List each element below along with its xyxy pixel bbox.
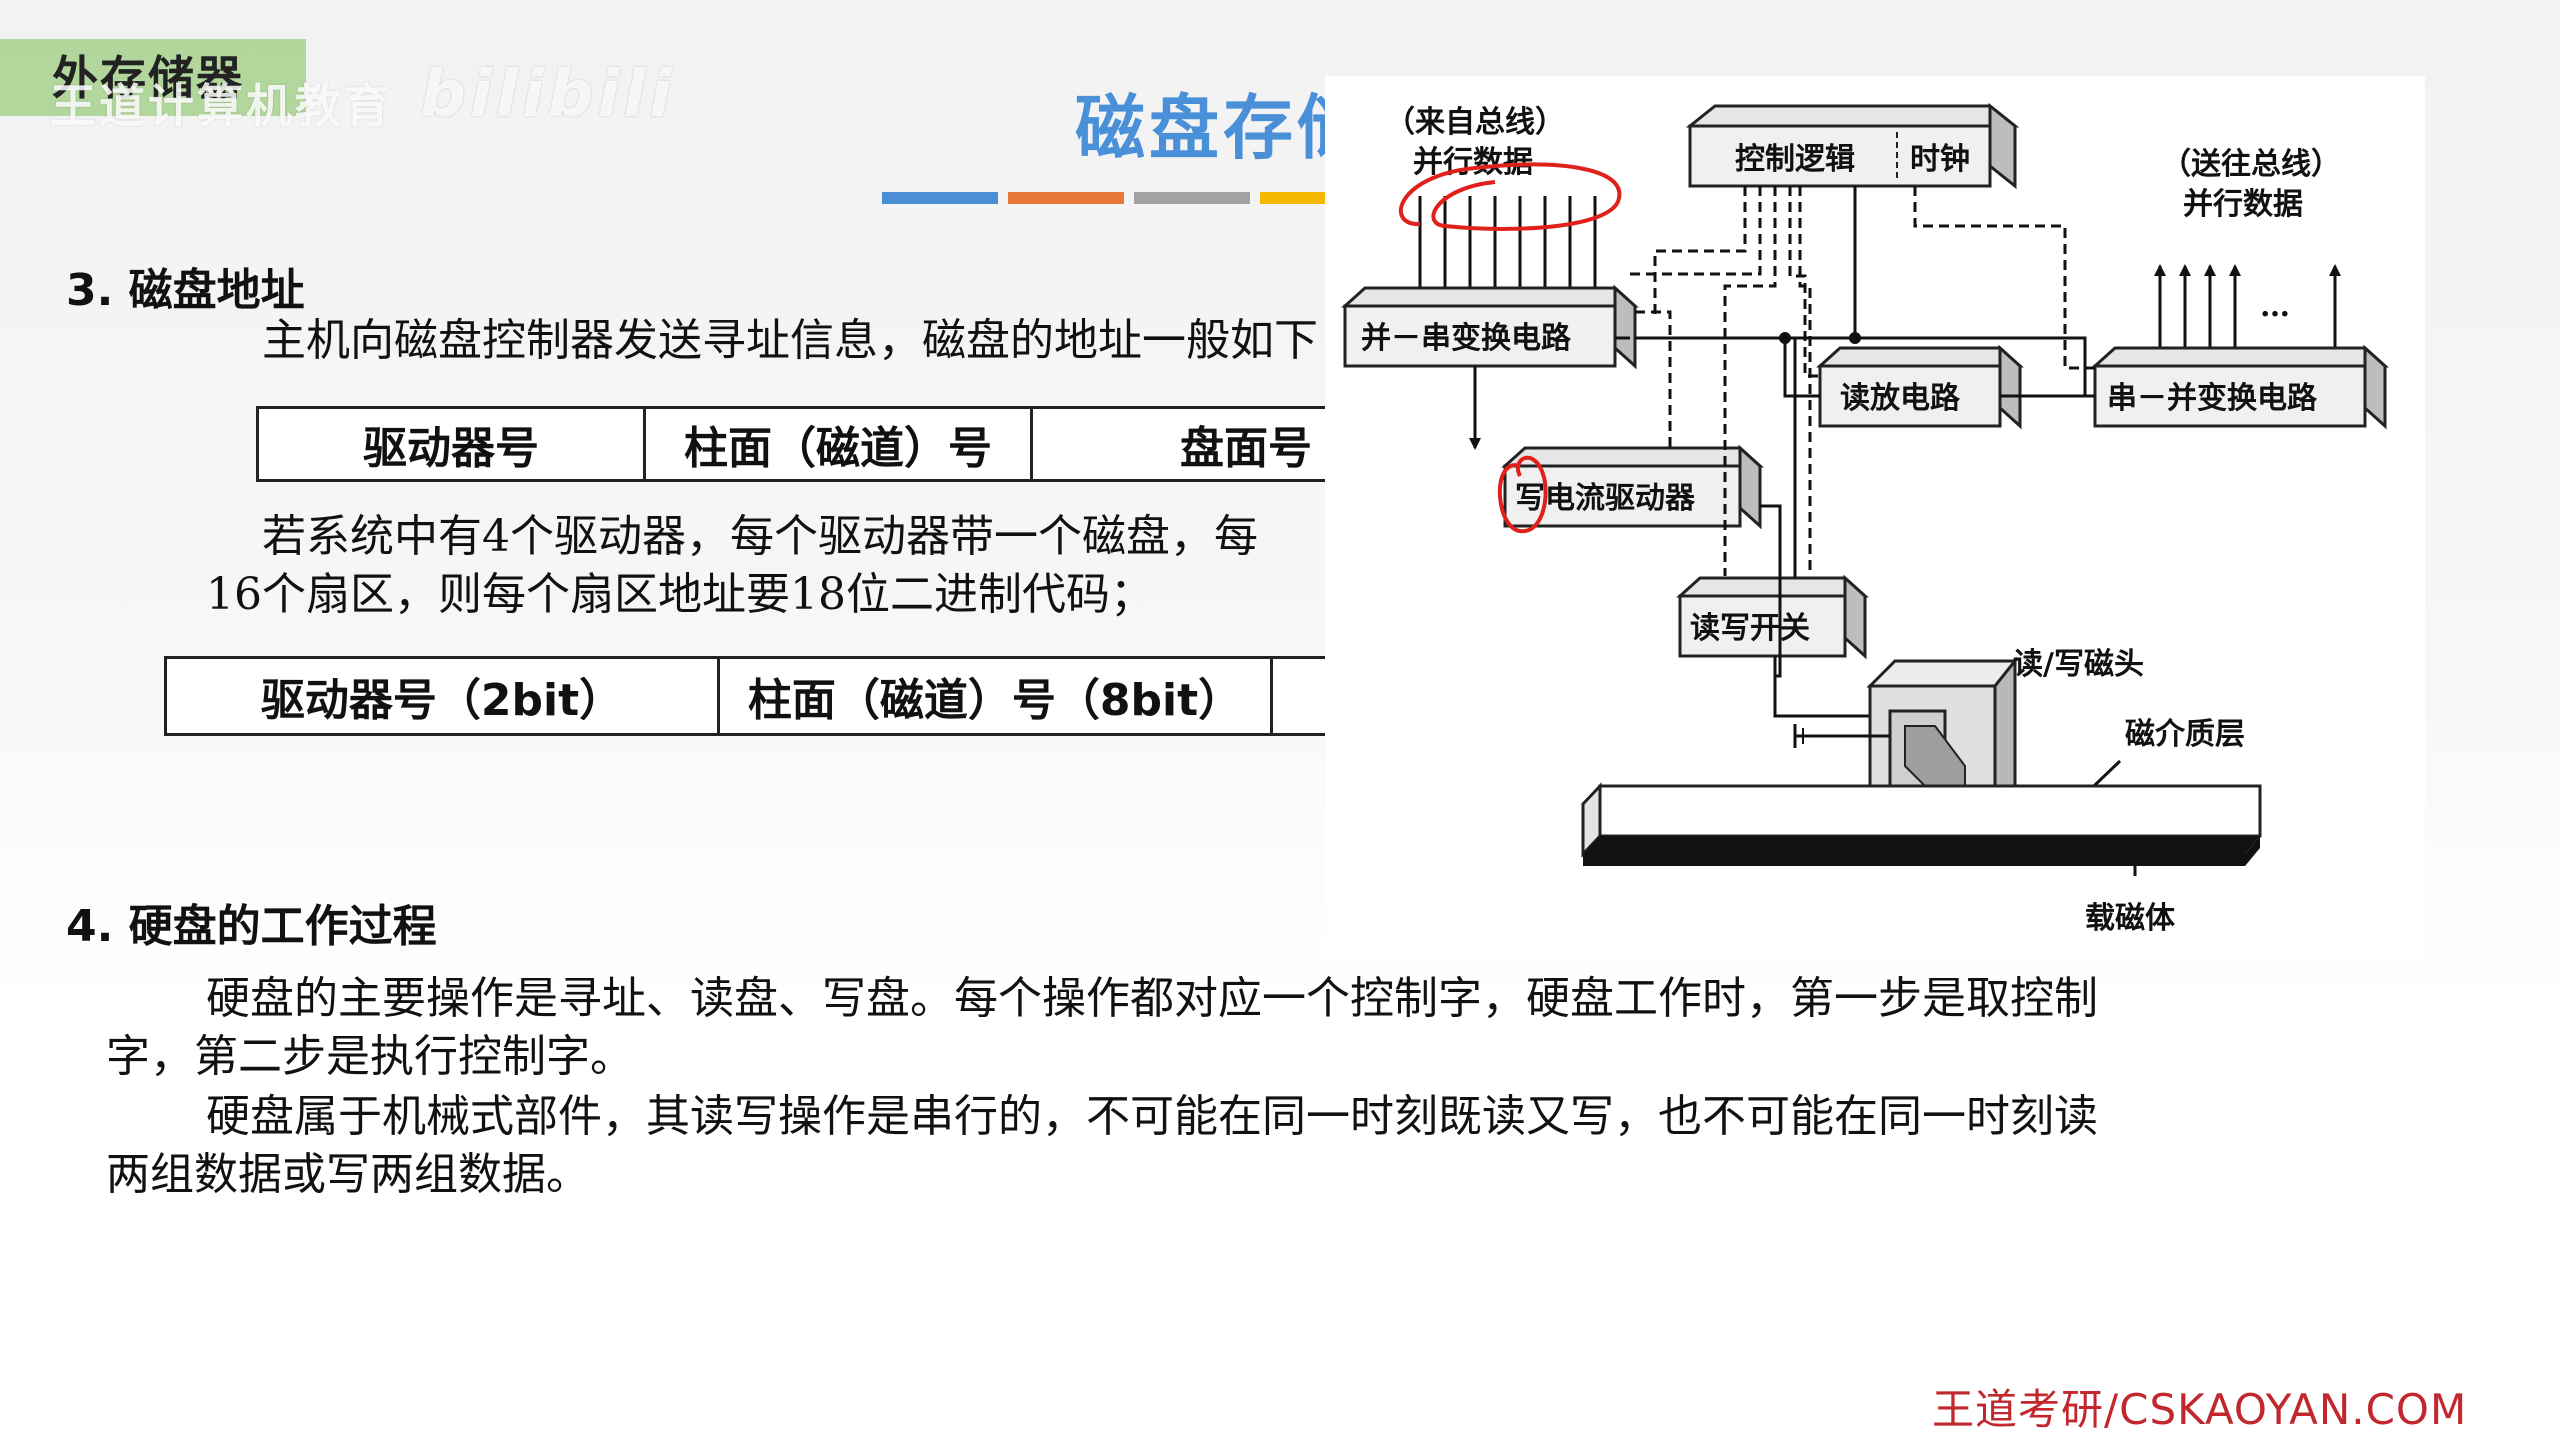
- disk-address-intro: 主机向磁盘控制器发送寻址信息，磁盘的地址一般如下：: [262, 315, 1362, 366]
- sp-converter-label: 串－并变换电路: [2107, 381, 2318, 416]
- table-cell: 柱面（磁道）号（8bit）: [720, 659, 1273, 733]
- title-bar-orange: [1008, 192, 1124, 204]
- ps-converter-label: 并－串变换电路: [1361, 321, 1572, 356]
- ps-converter-box: 并－串变换电路: [1341, 284, 1639, 370]
- read-amplifier-box: 读放电路: [1816, 344, 2024, 430]
- table-cell: 驱动器号: [259, 409, 646, 479]
- disk-controller-diagram: （来自总线） 并行数据 （送往总线） 并行数据 控制逻辑 时钟: [1325, 76, 2425, 956]
- junction-dot: [1849, 332, 1861, 344]
- to-bus-label: （送往总线）: [2161, 147, 2341, 182]
- rw-head-label: 读/写磁头: [2013, 647, 2144, 682]
- disk-platter: [1581, 782, 2262, 866]
- work-process-p2-line2: 两组数据或写两组数据。: [106, 1149, 590, 1200]
- address-bits-table: 驱动器号（2bit） 柱面（磁道）号（8bit）: [164, 656, 1370, 736]
- watermark-text: 王道计算机教育: [50, 79, 393, 133]
- junction-dot: [1779, 332, 1791, 344]
- output-data-arrows: …: [2154, 264, 2341, 360]
- section-tag-label: 外存储器: [52, 51, 244, 105]
- ellipsis-label: …: [2260, 289, 2290, 324]
- example-line-1: 若系统中有4个驱动器，每个驱动器带一个磁盘，每: [262, 511, 1258, 562]
- rw-switch-label: 读写开关: [1690, 611, 1810, 646]
- to-bus-data-label: 并行数据: [2183, 187, 2303, 222]
- control-logic-box: 控制逻辑 时钟: [1685, 102, 2020, 190]
- input-data-arrows: [1414, 196, 1601, 306]
- section-heading-work-process: 4. 硬盘的工作过程: [66, 901, 437, 952]
- footer-brand: 王道考研/CSKAOYAN.COM: [1932, 1385, 2468, 1434]
- from-bus-data-label: 并行数据: [1413, 145, 1533, 180]
- bilibili-logo: bilibili: [420, 58, 676, 132]
- table-cell: 柱面（磁道）号: [646, 409, 1033, 479]
- section-tag: [0, 39, 306, 116]
- work-process-p1-line1: 硬盘的主要操作是寻址、读盘、写盘。每个操作都对应一个控制字，硬盘工作时，第一步是…: [206, 973, 2098, 1024]
- from-bus-label: （来自总线）: [1385, 105, 1565, 140]
- carrier-label: 载磁体: [2085, 901, 2176, 936]
- clock-label: 时钟: [1910, 142, 1970, 177]
- rw-head-assembly: [1793, 656, 2019, 821]
- read-amplifier-label: 读放电路: [1840, 381, 1961, 416]
- address-format-table: 驱动器号 柱面（磁道）号 盘面号: [256, 406, 1462, 482]
- example-line-2: 16个扇区，则每个扇区地址要18位二进制代码；: [206, 569, 1154, 620]
- rw-switch-box: 读写开关: [1676, 574, 1869, 660]
- work-process-p1-line2: 字，第二步是执行控制字。: [106, 1031, 634, 1082]
- title-bar-gray: [1134, 192, 1250, 204]
- section-heading-disk-address: 3. 磁盘地址: [66, 265, 305, 316]
- medium-layer-label: 磁介质层: [2125, 717, 2245, 752]
- diagram-svg: （来自总线） 并行数据 （送往总线） 并行数据 控制逻辑 时钟: [1341, 102, 2389, 936]
- control-dashed-lines: [1625, 186, 2095, 576]
- title-bar-blue: [882, 192, 998, 204]
- work-process-p2-line1: 硬盘属于机械式部件，其读写操作是串行的，不可能在同一时刻既读又写，也不可能在同一…: [206, 1091, 2098, 1142]
- sp-converter-box: 串－并变换电路: [2091, 344, 2389, 430]
- control-logic-label: 控制逻辑: [1735, 142, 1855, 177]
- red-annotation-marks: [1399, 162, 1622, 534]
- table-cell: 盘面号: [1180, 423, 1312, 474]
- table-cell: 驱动器号（2bit）: [167, 659, 720, 733]
